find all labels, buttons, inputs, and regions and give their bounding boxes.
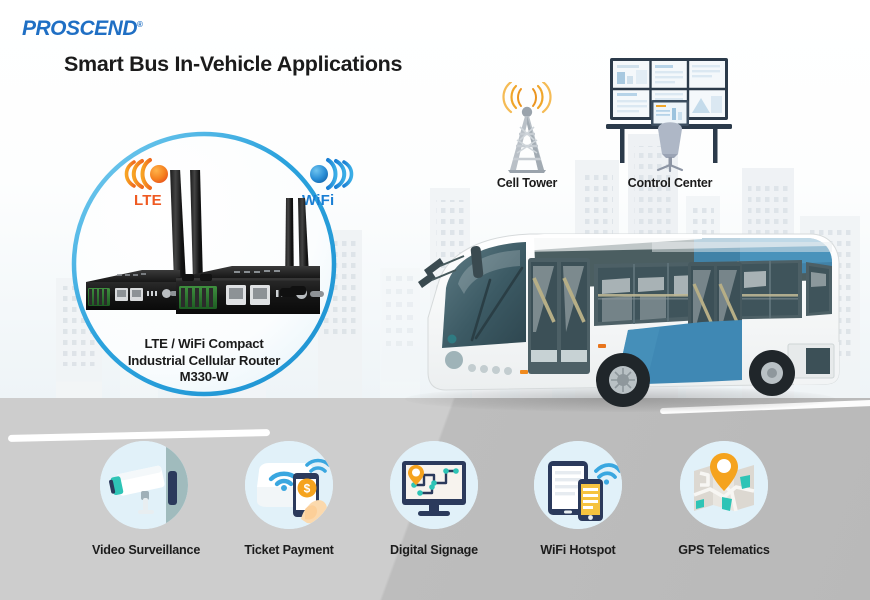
proscend-logo: PROSCEND® [22, 14, 143, 40]
wifi-hotspot-disc [534, 441, 622, 529]
folded-map-pin-icon [680, 441, 768, 529]
app-label-wifi-hotspot: WiFi Hotspot [540, 543, 616, 557]
bus-rear-wheel [749, 350, 795, 396]
control-center-label: Control Center [627, 176, 713, 190]
app-gps-telematics[interactable]: GPS Telematics [672, 441, 776, 557]
cell-tower-icon [502, 82, 552, 173]
logo-wordmark: PROSCEND [22, 17, 138, 40]
security-camera-icon [100, 441, 188, 529]
cell-tower-label: Cell Tower [496, 176, 558, 190]
gps-telematics-disc [680, 441, 768, 529]
app-label-ticket-payment: Ticket Payment [244, 543, 334, 557]
registered-mark-icon: ® [137, 20, 143, 29]
digital-signage-disc [390, 441, 478, 529]
app-wifi-hotspot[interactable]: WiFi Hotspot [526, 441, 630, 557]
app-label-video-surveillance: Video Surveillance [92, 543, 201, 557]
product-caption-line-3: M330-W [179, 369, 229, 384]
nfc-payment-icon: $ [245, 441, 333, 529]
router-main-unit [176, 266, 324, 314]
lte-signal-icon [124, 158, 168, 190]
app-label-gps-telematics: GPS Telematics [678, 543, 770, 557]
router-product-photo [86, 170, 324, 314]
product-caption-line-2: Industrial Cellular Router [127, 352, 281, 368]
bus-illustration [418, 233, 840, 407]
app-digital-signage[interactable]: Digital Signage [382, 441, 486, 557]
app-label-digital-signage: Digital Signage [390, 543, 478, 557]
monitor-route-map-icon [390, 441, 478, 529]
product-caption: LTE / WiFi Compact Industrial Cellular R… [72, 336, 336, 386]
bus-front-wheel [596, 353, 650, 407]
video-surveillance-disc [100, 441, 188, 529]
svg-text:$: $ [304, 482, 311, 496]
app-video-surveillance[interactable]: Video Surveillance [92, 441, 201, 557]
ticket-payment-disc: $ [245, 441, 333, 529]
product-caption-line-1: LTE / WiFi Compact [144, 336, 264, 351]
wifi-signal-icon [310, 158, 354, 190]
product-highlight-ring [71, 131, 337, 397]
lte-label: LTE [134, 192, 162, 209]
tablet-phone-wifi-icon [534, 441, 622, 529]
control-center-icon [606, 58, 732, 173]
page-title: Smart Bus In-Vehicle Applications [64, 52, 403, 76]
wifi-label: WiFi [302, 192, 335, 209]
router-secondary-unit [86, 270, 182, 310]
app-ticket-payment[interactable]: $ Ticket Payment [237, 441, 341, 557]
